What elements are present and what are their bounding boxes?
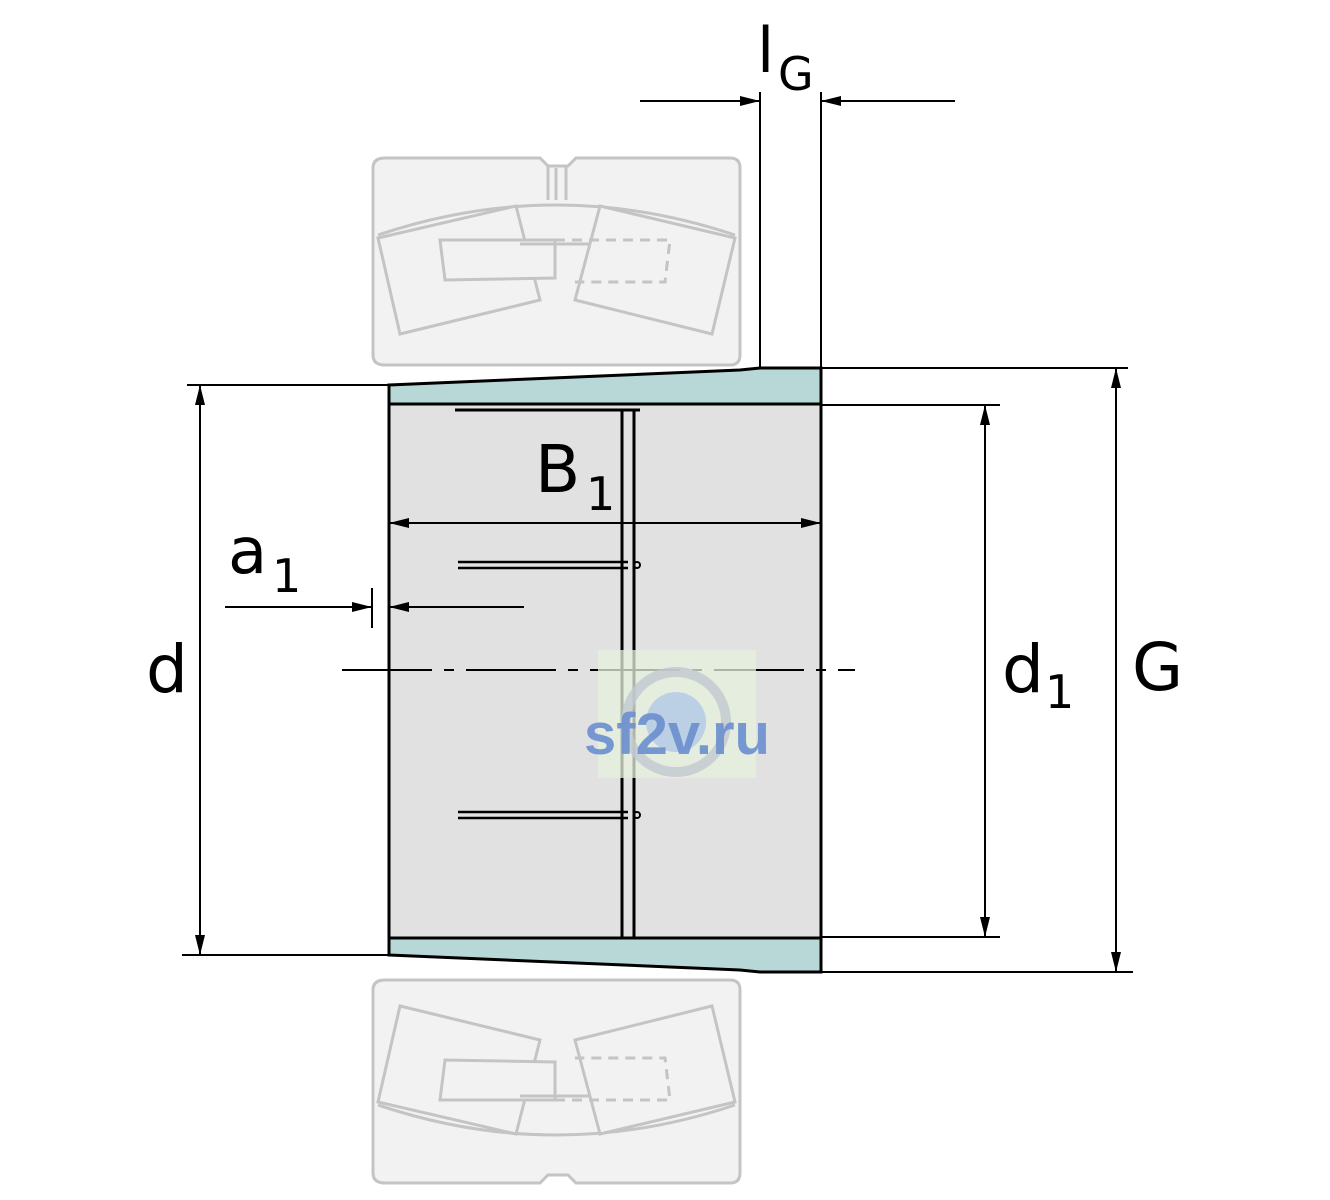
label-lG-sub: G	[778, 47, 814, 101]
sleeve-taper-bottom	[387, 936, 823, 974]
dimension-labels: l G B 1 a 1 d d 1 G	[146, 14, 1183, 719]
sleeve-taper-top	[387, 366, 823, 406]
label-d1-sub: 1	[1045, 665, 1074, 719]
label-G: G	[1132, 629, 1183, 706]
dimension-lines	[182, 92, 1133, 973]
label-B1: B	[535, 431, 580, 508]
label-B1-sub: 1	[586, 467, 615, 521]
watermark-text: sf2v.ru	[584, 702, 770, 767]
watermark: sf2v.ru	[584, 650, 770, 778]
label-d: d	[146, 631, 188, 708]
bearing-roller-upper-right	[573, 204, 737, 336]
label-a1: a	[228, 515, 267, 589]
label-lG: l	[757, 14, 774, 87]
bearing-details	[376, 166, 737, 1137]
label-d1: d	[1002, 631, 1044, 708]
bearing-roller-lower-right	[573, 1004, 737, 1136]
label-a1-sub: 1	[272, 549, 301, 603]
